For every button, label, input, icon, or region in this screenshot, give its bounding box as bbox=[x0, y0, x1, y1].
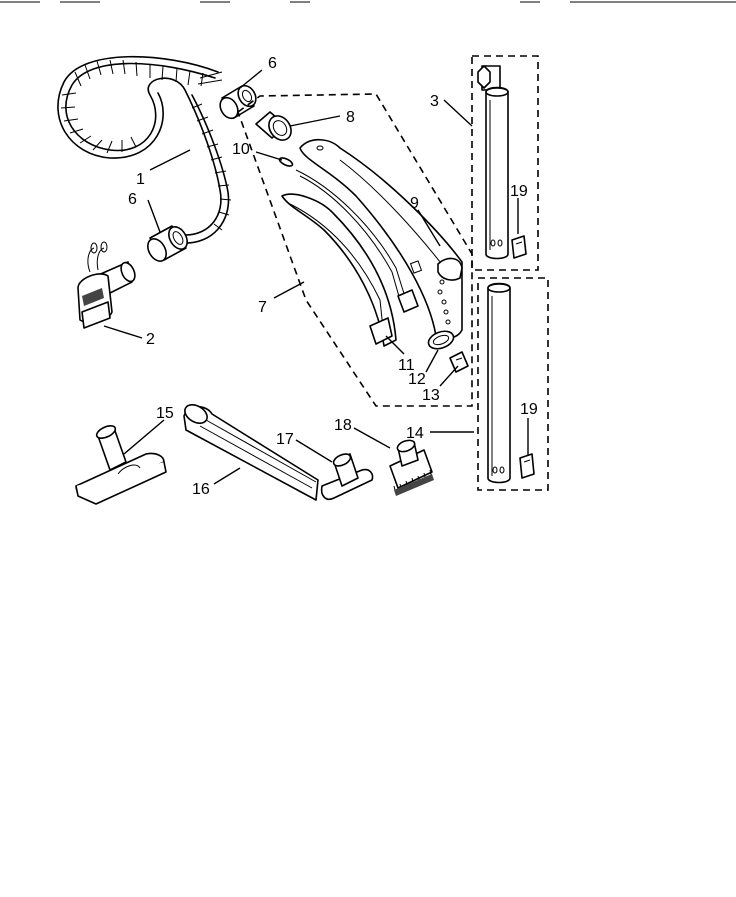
leader-lines bbox=[103, 69, 529, 485]
callout-19-lower: 19 bbox=[520, 401, 538, 418]
callout-1: 1 bbox=[136, 171, 145, 188]
callout-10: 10 bbox=[232, 141, 250, 158]
callout-7: 7 bbox=[258, 299, 267, 316]
crevice-tool bbox=[183, 404, 319, 501]
callout-17: 17 bbox=[276, 431, 294, 448]
handle-cover-lower bbox=[281, 169, 419, 347]
upholstery-tool bbox=[320, 453, 374, 501]
wire-clip bbox=[278, 157, 294, 167]
callout-2: 2 bbox=[146, 331, 155, 348]
callout-15: 15 bbox=[156, 405, 174, 422]
switch-slider bbox=[449, 351, 469, 373]
handle-wand-connector bbox=[77, 241, 136, 329]
dusting-brush bbox=[389, 439, 434, 496]
callout-8: 8 bbox=[346, 109, 355, 126]
callout-11: 11 bbox=[398, 357, 415, 374]
hose-connector-lower bbox=[147, 225, 188, 262]
lower-wand bbox=[487, 282, 535, 484]
upper-wand bbox=[477, 65, 527, 260]
callout-6-lower: 6 bbox=[128, 191, 137, 208]
group-box-lower-wand bbox=[477, 277, 549, 491]
callout-labels: 1 2 3 6 6 7 8 9 10 11 12 13 14 15 16 17 … bbox=[128, 55, 538, 498]
callout-18: 18 bbox=[334, 417, 352, 434]
callout-9: 9 bbox=[410, 195, 419, 212]
callout-6-upper: 6 bbox=[268, 55, 277, 72]
callout-12: 12 bbox=[408, 371, 426, 388]
switch-button bbox=[427, 330, 455, 350]
group-box-upper-wand bbox=[471, 55, 539, 271]
floor-tool bbox=[75, 425, 167, 505]
swivel-fitting bbox=[255, 111, 292, 141]
callout-16: 16 bbox=[192, 481, 210, 498]
callout-3: 3 bbox=[430, 93, 439, 110]
callout-14: 14 bbox=[406, 425, 424, 442]
hose-assembly bbox=[57, 55, 232, 244]
callout-13: 13 bbox=[422, 387, 440, 404]
callout-19-upper: 19 bbox=[510, 183, 528, 200]
hose-connector-upper bbox=[219, 84, 257, 120]
